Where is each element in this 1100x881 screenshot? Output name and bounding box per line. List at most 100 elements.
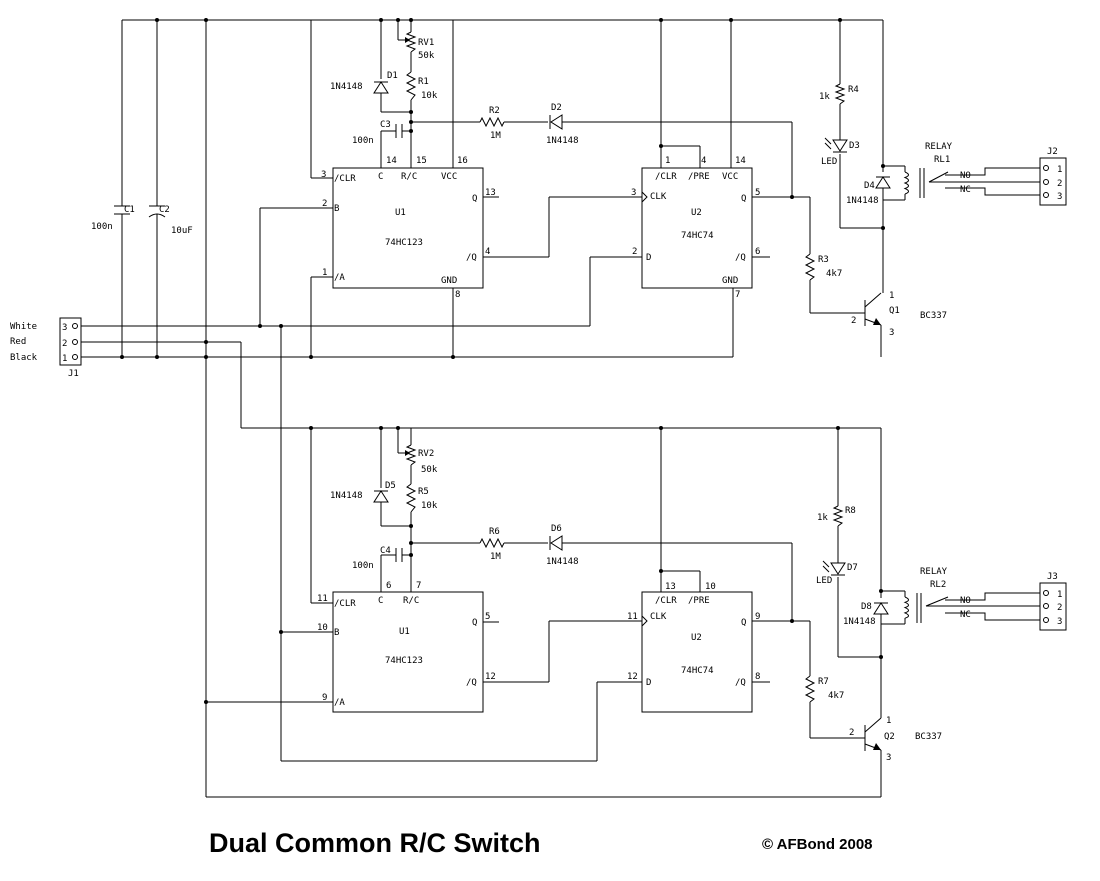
u1-top-part: 74HC123 (385, 238, 423, 248)
diode-d8: D8 1N4148 (843, 602, 889, 627)
r3-ref: R3 (818, 255, 829, 265)
resistor-r5: R5 10k (405, 483, 438, 513)
j2-pin-2: 2 (1057, 179, 1062, 189)
transistor-q1: 1 2 3 Q1 BC337 (851, 291, 947, 338)
r6-value: 1M (490, 552, 501, 562)
d7-ref: D7 (847, 563, 858, 573)
u2-bottom-pin-pre-num: 10 (705, 582, 716, 592)
rl1-nc: NC (960, 185, 971, 195)
u1-bottom-pin-clr: /CLR (334, 599, 356, 609)
j1-label: J1 (68, 369, 79, 379)
rl2-ref: RL2 (930, 580, 946, 590)
r5-value: 10k (421, 501, 438, 511)
r1-value: 10k (421, 91, 438, 101)
c2-value: 10uF (171, 226, 193, 236)
r8-value: 1k (817, 513, 828, 523)
u2-bottom-pin-nq-num: 8 (755, 672, 760, 682)
j2-label: J2 (1047, 147, 1058, 157)
q1-pin-1: 1 (889, 291, 894, 301)
diode-d5: D5 1N4148 (330, 481, 396, 503)
u1-top-pin-b-num: 2 (322, 199, 327, 209)
j3-pin-3: 3 (1057, 617, 1062, 627)
u1-bottom-pin-b: B (334, 628, 339, 638)
potentiometer-rv2: RV2 50k (405, 444, 438, 475)
rl2-no: NO (960, 596, 971, 606)
q1-pin-2: 2 (851, 316, 856, 326)
j3-pin-2: 2 (1057, 603, 1062, 613)
capacitor-c4: C4 100n (352, 546, 403, 571)
u1-bottom-pin-nq-num: 12 (485, 672, 496, 682)
u2-top-pin-pre-num: 4 (701, 156, 706, 166)
u2-top-pin-d-num: 2 (632, 247, 637, 257)
rv1-value: 50k (418, 51, 435, 61)
u2-bottom-pin-pre: /PRE (688, 596, 710, 606)
d7-value: LED (816, 576, 832, 586)
d8-value: 1N4148 (843, 617, 876, 627)
u1-bottom-pin-nq: /Q (466, 678, 477, 688)
r7-ref: R7 (818, 677, 829, 687)
u1-bottom-pin-a: /A (334, 698, 345, 708)
r1-ref: R1 (418, 77, 429, 87)
u1-bottom-pin-rc: R/C (403, 596, 419, 606)
u2-top-pin-nq: /Q (735, 253, 746, 263)
chip-u1-bottom: /CLR 11 B 10 /A 9 C 6 R/C 7 Q 5 /Q 12 U1… (317, 581, 496, 713)
rl1-label: RELAY (925, 142, 953, 152)
j2-pin-1: 1 (1057, 165, 1062, 175)
u2-top-pin-clk-num: 3 (631, 188, 636, 198)
r6-ref: R6 (489, 527, 500, 537)
j3-label: J3 (1047, 572, 1058, 582)
u1-top-pin-q-num: 13 (485, 188, 496, 198)
u2-top-pin-q: Q (741, 194, 746, 204)
d5-value: 1N4148 (330, 491, 363, 501)
d3-value: LED (821, 157, 837, 167)
u2-top-pin-vcc-num: 14 (735, 156, 746, 166)
resistor-r4: R4 1k (819, 83, 859, 105)
u2-bottom-pin-clk: CLK (650, 612, 667, 622)
resistor-r3: R3 4k7 (804, 253, 842, 281)
diode-d4: D4 1N4148 (846, 176, 891, 206)
resistor-r1: R1 10k (405, 71, 438, 101)
u2-bottom-pin-clk-num: 11 (627, 612, 638, 622)
u2-bottom-pin-nq: /Q (735, 678, 746, 688)
u1-bottom-pin-q: Q (472, 618, 477, 628)
u1-top-pin-a-num: 1 (322, 268, 327, 278)
u2-top-pin-q-num: 5 (755, 188, 760, 198)
d8-ref: D8 (861, 602, 872, 612)
u1-top-pin-b: B (334, 204, 339, 214)
d5-ref: D5 (385, 481, 396, 491)
connector-j1: 3 2 1 White Red Black J1 (10, 317, 82, 379)
u2-top-pin-clr: /CLR (655, 172, 677, 182)
u2-top-pin-gnd: GND (722, 276, 738, 286)
u1-top-pin-rc-num: 15 (416, 156, 427, 166)
rv1-ref: RV1 (418, 38, 434, 48)
q2-ref: Q2 (884, 732, 895, 742)
u1-bottom-pin-c-num: 6 (386, 581, 391, 591)
capacitor-c2: C2 10uF (148, 205, 193, 236)
q2-pin-3: 3 (886, 753, 891, 763)
junction-dots (120, 18, 885, 704)
u1-top-pin-clr: /CLR (334, 174, 356, 184)
q2-pin-1: 1 (886, 716, 891, 726)
rl1-no: NO (960, 171, 971, 181)
u2-bottom-pin-clr: /CLR (655, 596, 677, 606)
resistor-r2: R2 1M (479, 106, 505, 141)
wire-black-label: Black (10, 353, 38, 363)
c1-value: 100n (91, 222, 113, 232)
diode-d1: D1 1N4148 (330, 71, 398, 94)
r4-value: 1k (819, 92, 830, 102)
q1-ref: Q1 (889, 306, 900, 316)
copyright-notice: © AFBond 2008 (762, 836, 873, 853)
c1-ref: C1 (124, 205, 135, 215)
q2-value: BC337 (915, 732, 942, 742)
u2-top-pin-d: D (646, 253, 651, 263)
u2-bottom-pin-d: D (646, 678, 651, 688)
j2-pin-3: 3 (1057, 192, 1062, 202)
rl2-nc: NC (960, 610, 971, 620)
c3-ref: C3 (380, 120, 391, 130)
c3-value: 100n (352, 136, 374, 146)
rv2-ref: RV2 (418, 449, 434, 459)
u2-top-pin-pre: /PRE (688, 172, 710, 182)
d3-ref: D3 (849, 141, 860, 151)
wire-white-label: White (10, 322, 37, 332)
